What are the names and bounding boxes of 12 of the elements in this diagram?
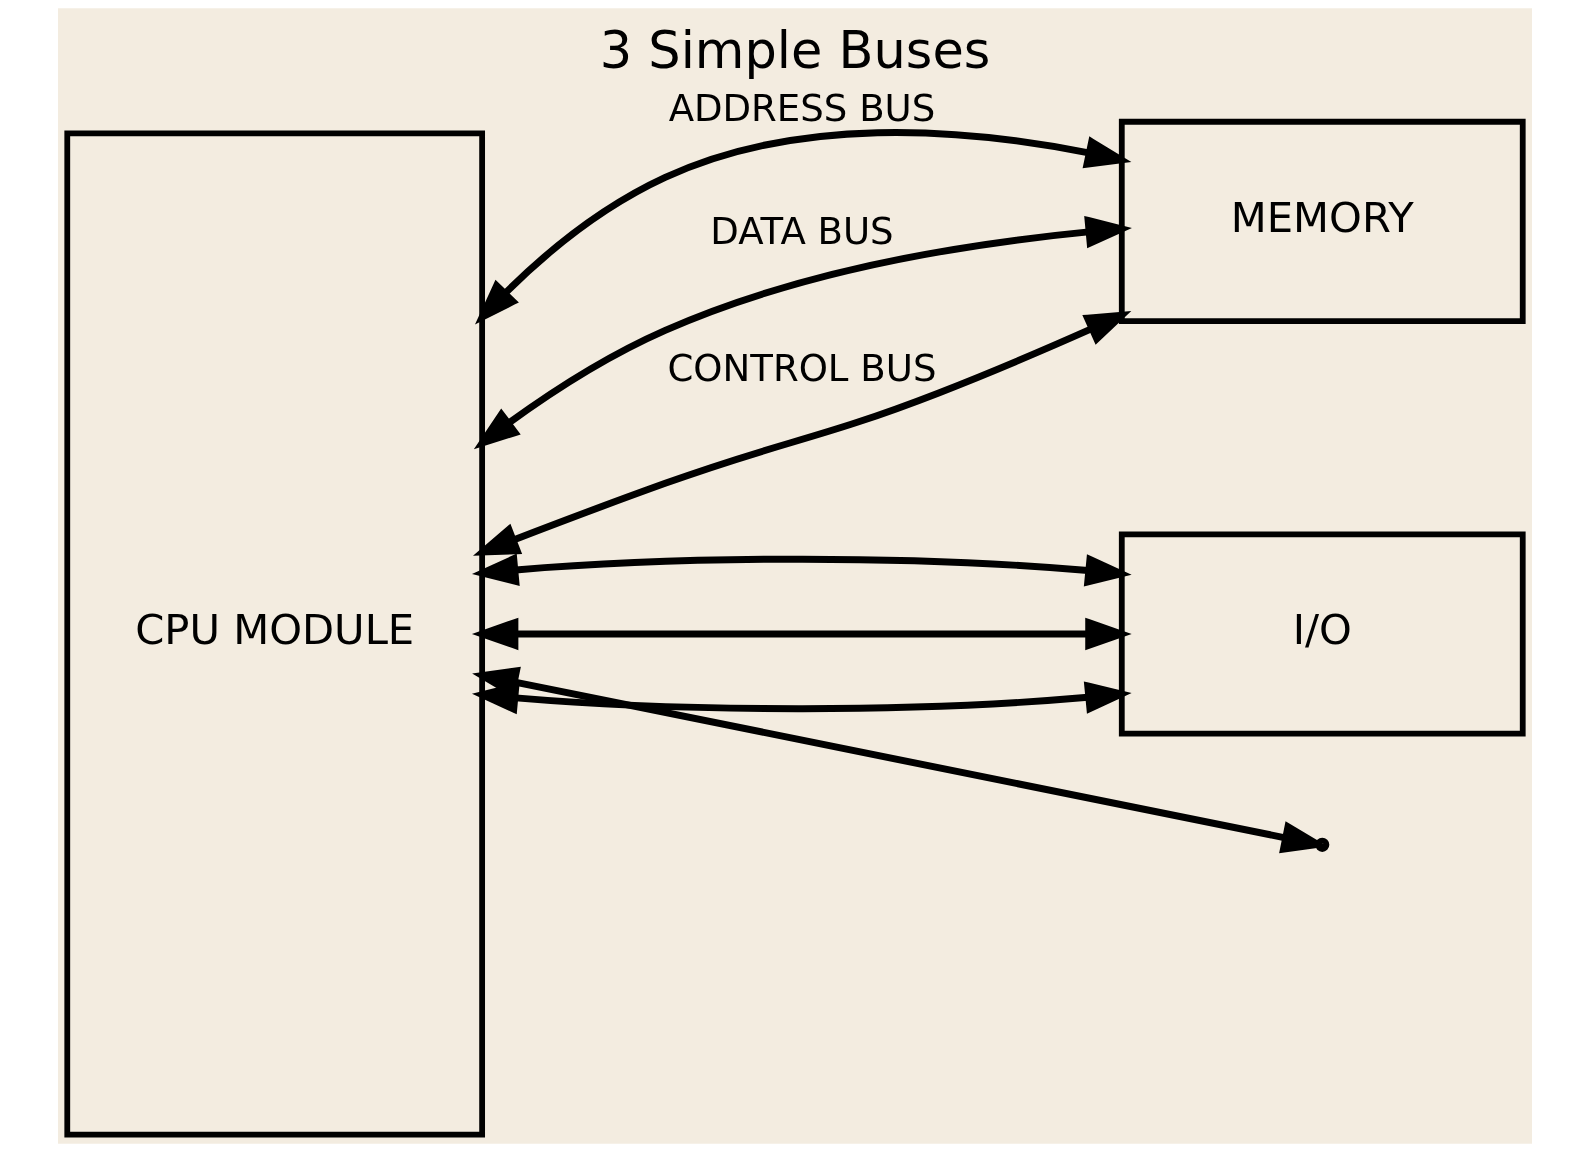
arrow (474, 129, 1132, 325)
node-box: MEMORY (1118, 118, 1526, 324)
node-box: CPU MODULE (64, 130, 485, 1138)
edge-label: CONTROL BUS (667, 346, 937, 390)
edge-label: ADDRESS BUS (668, 87, 936, 131)
diagram-title: 3 Simple Buses (599, 20, 991, 80)
arrow (473, 215, 1132, 450)
arrow (471, 617, 1132, 651)
edge-label: DATA BUS (710, 210, 894, 254)
arrow (473, 310, 1132, 556)
arrow (471, 553, 1132, 587)
node-box: I/O (1118, 531, 1526, 737)
